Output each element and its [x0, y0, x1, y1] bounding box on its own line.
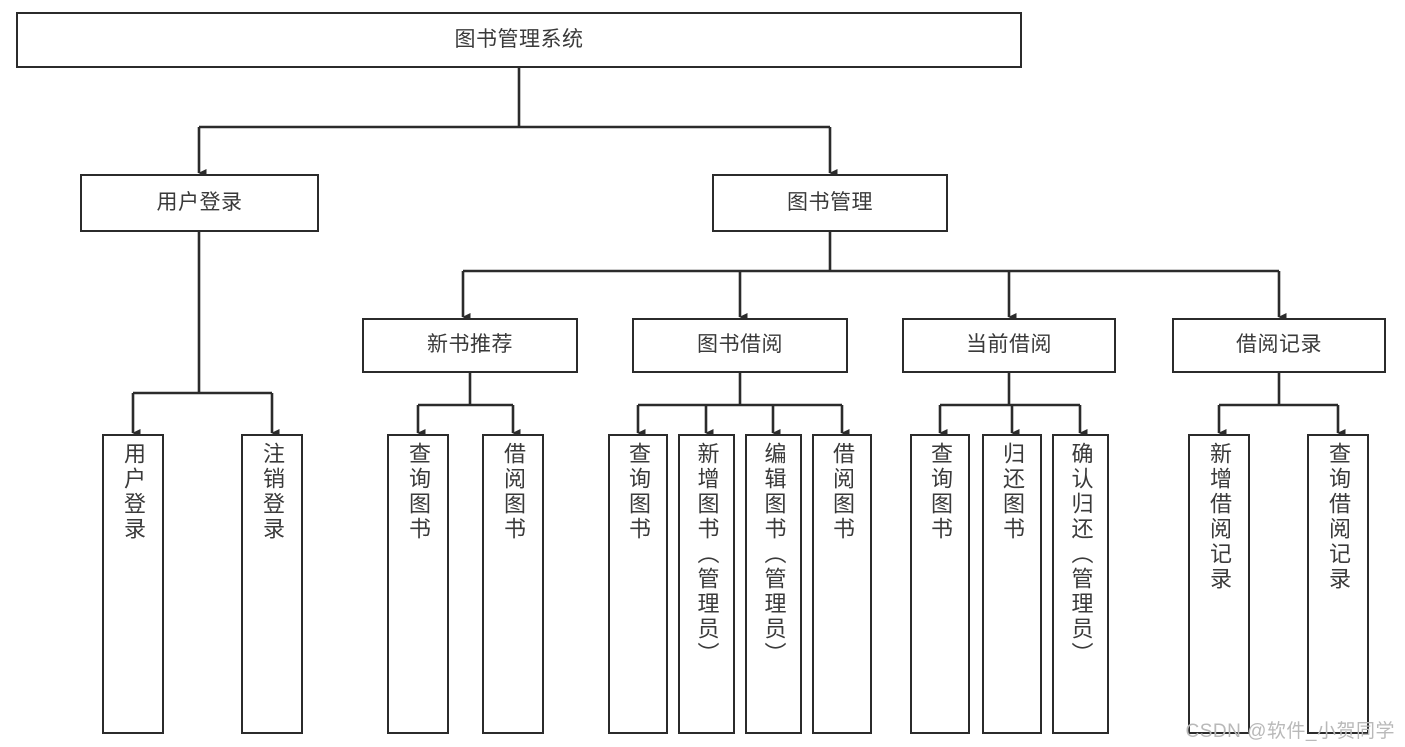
- node-leaf-query-record[interactable]: 查询借阅记录: [1307, 434, 1369, 734]
- node-leaf-borrow-book-2-label: 借阅图书: [830, 442, 855, 542]
- node-new-book-recommend-label: 新书推荐: [427, 333, 513, 357]
- node-leaf-query-book-3-label: 查询图书: [928, 442, 953, 542]
- node-leaf-logout[interactable]: 注销登录: [241, 434, 303, 734]
- node-leaf-user-login[interactable]: 用户登录: [102, 434, 164, 734]
- csdn-watermark: CSDN @软件_小贺同学: [1185, 721, 1395, 742]
- node-leaf-borrow-book-2[interactable]: 借阅图书: [812, 434, 872, 734]
- node-leaf-query-record-label: 查询借阅记录: [1326, 442, 1351, 592]
- node-leaf-confirm-return-label: 确认归还（管理员）: [1068, 442, 1094, 667]
- node-leaf-add-book-label: 新增图书（管理员）: [694, 442, 720, 667]
- node-borrow-record-label: 借阅记录: [1236, 333, 1322, 357]
- node-leaf-query-book-1-label: 查询图书: [406, 442, 431, 542]
- node-leaf-edit-book-label: 编辑图书（管理员）: [761, 442, 787, 667]
- node-book-borrow-label: 图书借阅: [697, 333, 783, 357]
- node-book-manage-label: 图书管理: [787, 190, 873, 214]
- node-user-login[interactable]: 用户登录: [80, 174, 319, 232]
- node-book-borrow[interactable]: 图书借阅: [632, 318, 848, 373]
- node-leaf-return-book[interactable]: 归还图书: [982, 434, 1042, 734]
- node-new-book-recommend[interactable]: 新书推荐: [362, 318, 578, 373]
- node-leaf-edit-book[interactable]: 编辑图书（管理员）: [745, 434, 802, 734]
- node-leaf-add-record-label: 新增借阅记录: [1207, 442, 1232, 592]
- node-leaf-query-book-2-label: 查询图书: [626, 442, 651, 542]
- node-leaf-confirm-return[interactable]: 确认归还（管理员）: [1052, 434, 1109, 734]
- node-borrow-record[interactable]: 借阅记录: [1172, 318, 1386, 373]
- node-current-borrow-label: 当前借阅: [966, 333, 1052, 357]
- edge-group: [131, 68, 1346, 438]
- node-current-borrow[interactable]: 当前借阅: [902, 318, 1116, 373]
- node-leaf-logout-label: 注销登录: [260, 442, 285, 542]
- node-leaf-add-record[interactable]: 新增借阅记录: [1188, 434, 1250, 734]
- node-leaf-query-book-1[interactable]: 查询图书: [387, 434, 449, 734]
- node-leaf-add-book[interactable]: 新增图书（管理员）: [678, 434, 735, 734]
- node-root[interactable]: 图书管理系统: [16, 12, 1022, 68]
- node-root-label: 图书管理系统: [454, 27, 584, 51]
- node-leaf-return-book-label: 归还图书: [1000, 442, 1025, 542]
- node-leaf-query-book-2[interactable]: 查询图书: [608, 434, 668, 734]
- node-user-login-label: 用户登录: [156, 190, 243, 214]
- node-leaf-query-book-3[interactable]: 查询图书: [910, 434, 970, 734]
- node-leaf-borrow-book-1-label: 借阅图书: [501, 442, 526, 542]
- node-book-manage[interactable]: 图书管理: [712, 174, 948, 232]
- node-leaf-borrow-book-1[interactable]: 借阅图书: [482, 434, 544, 734]
- node-leaf-user-login-label: 用户登录: [121, 442, 146, 542]
